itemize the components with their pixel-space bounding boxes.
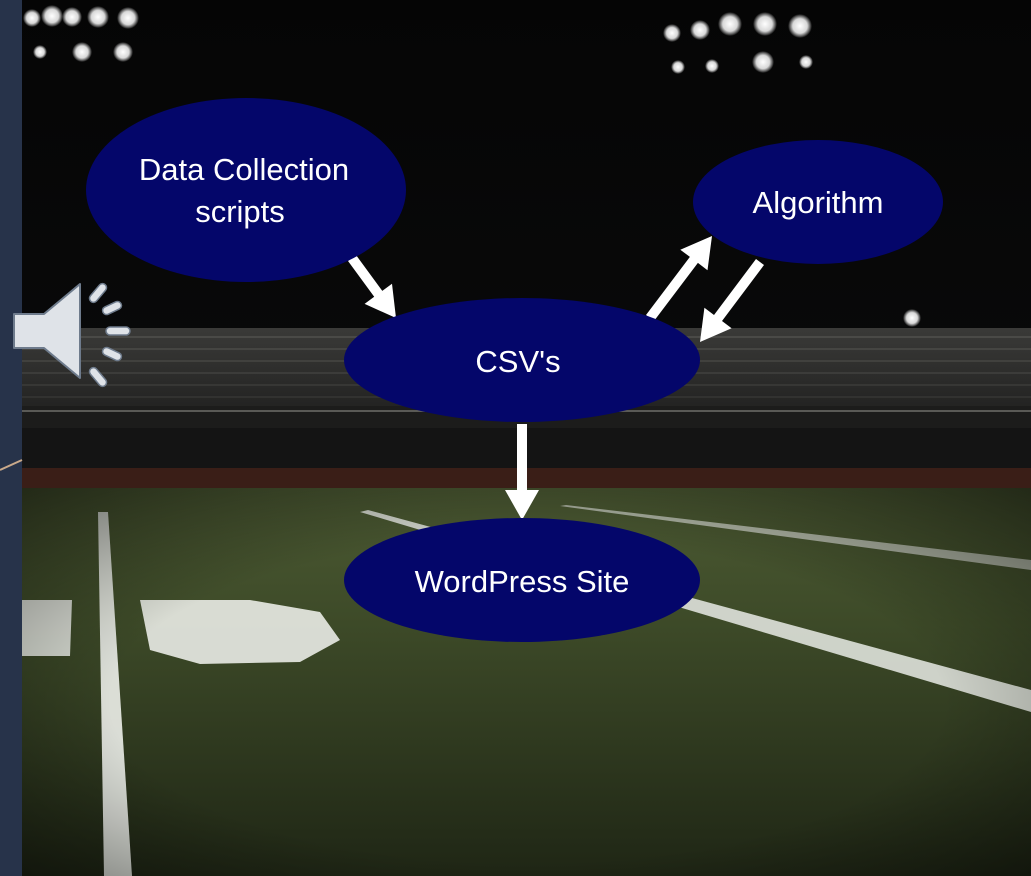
- arrow-csvs-to-algorithm: [646, 236, 712, 321]
- node-data-collection-line-1: Data Collection: [139, 152, 349, 187]
- node-wordpress-label: WordPress Site: [415, 564, 630, 599]
- node-data-collection-line-2: scripts: [195, 194, 285, 229]
- diagram-edges: [348, 236, 764, 520]
- stadium-light-right: [663, 12, 813, 74]
- speaker-icon[interactable]: [13, 282, 131, 388]
- panel-accent-line: [0, 459, 23, 471]
- arrow-data-collection-to-csvs: [348, 255, 396, 318]
- node-algorithm-label: Algorithm: [753, 185, 884, 220]
- arrow-csvs-to-wordpress: [505, 424, 539, 520]
- node-csvs: CSV's: [344, 298, 700, 422]
- distant-light: [903, 309, 921, 327]
- arrow-algorithm-to-csvs: [700, 259, 764, 342]
- node-data-collection: Data Collection scripts: [86, 98, 406, 282]
- node-csvs-label: CSV's: [475, 344, 560, 379]
- side-panel: [0, 0, 22, 876]
- stadium-light-left: [23, 5, 139, 62]
- node-algorithm: Algorithm: [693, 140, 943, 264]
- node-wordpress: WordPress Site: [344, 518, 700, 642]
